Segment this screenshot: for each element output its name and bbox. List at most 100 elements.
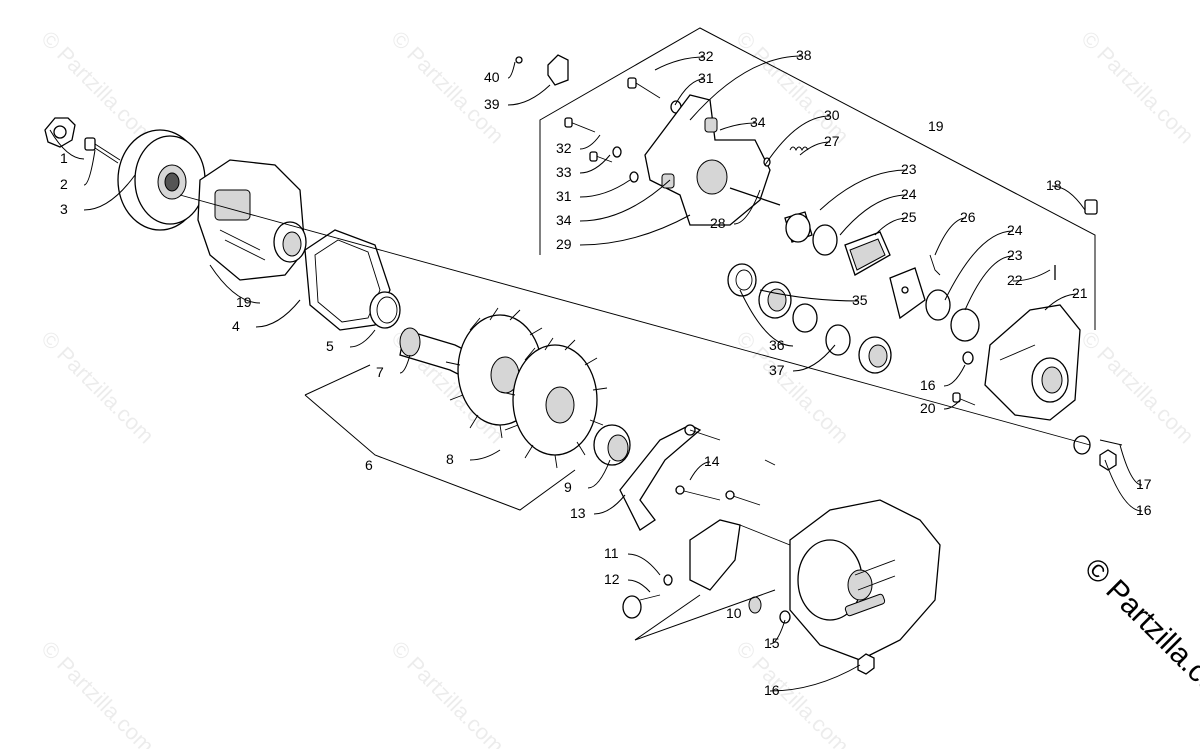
callout-label: 11: [604, 545, 619, 561]
callout-label: 7: [376, 364, 384, 380]
callout-leader-line: [769, 619, 786, 645]
callout-30: 30: [764, 107, 840, 166]
callout-leader-line: [83, 149, 96, 186]
callout-leader-line: [1104, 459, 1143, 512]
callout-label: 26: [960, 209, 976, 225]
callout-label: 15: [764, 635, 780, 651]
callout-leader-line: [943, 399, 961, 410]
callout-24: 24: [944, 222, 1023, 301]
part-25-brake-pad-right-icon: [889, 267, 926, 320]
callout-leader-line: [627, 579, 651, 593]
callout-leader-line: [964, 255, 1014, 311]
part-26-clip-icon: [929, 254, 941, 276]
callout-2: 2: [60, 149, 96, 192]
part-11-washer-icon: [663, 574, 673, 586]
callout-label: 40: [484, 69, 500, 85]
callout-label: 33: [556, 164, 572, 180]
callout-leader-line: [654, 56, 705, 71]
callout-label: 1: [60, 150, 68, 166]
watermark-text: © Partzilla.com: [386, 636, 509, 749]
part-23-piston-icon: [784, 211, 813, 243]
part-28-pin-icon: [729, 187, 781, 206]
callout-31: 31: [674, 70, 714, 106]
callout-19: 19: [209, 264, 261, 310]
part-16-washer-right-icon: [962, 351, 974, 365]
callout-leader-line: [769, 664, 861, 692]
callout-28: 28: [710, 189, 761, 231]
callout-label: 32: [698, 48, 714, 64]
callout-18: 18: [1046, 177, 1086, 211]
callout-11: 11: [604, 545, 661, 576]
part-16-nut-bottom-icon: [857, 653, 875, 675]
callout-leader-line: [689, 55, 803, 121]
part-35-bearing-icon: [727, 263, 892, 374]
callout-leader-line: [839, 194, 908, 236]
callout-label: 24: [901, 186, 917, 202]
callout-12: 12: [604, 571, 651, 593]
callout-leader-line: [579, 134, 601, 150]
callout-32: 32: [556, 134, 601, 156]
callout-label: 19: [928, 118, 944, 134]
callout-leader-line: [874, 217, 908, 236]
callout-4: 4: [232, 299, 301, 334]
part-39-sensor-icon: [547, 54, 569, 86]
callout-leader-line: [934, 217, 967, 256]
callout-label: 29: [556, 236, 572, 252]
callout-leader-line: [819, 169, 908, 211]
part-9-spacer-icon: [593, 424, 631, 466]
callout-label: 6: [365, 457, 373, 473]
callout-15: 15: [764, 619, 786, 651]
callout-label: 5: [326, 338, 334, 354]
callout-label: 28: [710, 215, 726, 231]
callout-39: 39: [484, 84, 551, 112]
callout-24: 24: [839, 186, 917, 236]
part-gearcase-icon: [789, 499, 941, 661]
callout-10: 10: [726, 605, 742, 621]
callout-13: 13: [570, 494, 626, 521]
part-25-brake-pad-left-icon: [844, 231, 891, 276]
watermark-text: © Partzilla.com: [36, 326, 159, 449]
callout-6: 6: [365, 457, 373, 473]
part-16-nut-far-icon: [1099, 449, 1117, 471]
callout-label: 12: [604, 571, 620, 587]
callout-leader-line: [764, 115, 831, 166]
part-15-washer-icon: [748, 596, 791, 624]
callout-21: 21: [1044, 285, 1088, 311]
callout-32: 32: [654, 48, 714, 71]
callout-leader-line: [49, 129, 85, 160]
callout-label: 8: [446, 451, 454, 467]
watermark-text: © Partzilla.com: [36, 636, 159, 749]
part-19-housing-left-icon: [197, 159, 307, 281]
group-bracket-6: [304, 364, 371, 396]
callout-leader-line: [587, 459, 611, 489]
callout-leader-line: [1044, 293, 1079, 311]
callout-label: 31: [698, 70, 714, 86]
callout-label: 13: [570, 505, 586, 521]
callout-leader-line: [507, 61, 516, 79]
callout-label: 38: [796, 47, 812, 63]
callout-leader-line: [399, 354, 411, 374]
callout-19: 19: [928, 118, 944, 134]
watermark-text: © Partzilla.com: [1076, 26, 1199, 149]
callout-leader-line: [1012, 269, 1051, 282]
callout-label: 30: [824, 107, 840, 123]
callout-label: 20: [920, 400, 936, 416]
callout-leader-line: [689, 461, 711, 481]
callout-label: 16: [920, 377, 936, 393]
callout-leader-line: [579, 179, 631, 198]
part-5-seal-icon: [369, 291, 401, 329]
callout-leader-line: [792, 344, 836, 372]
callout-label: 17: [1136, 476, 1152, 492]
callout-label: 27: [824, 133, 840, 149]
part-2-bolt-icon: [84, 137, 121, 164]
watermark-text: © Partzilla.com: [731, 636, 854, 749]
callout-14: 14: [689, 453, 720, 481]
part-23-piston-right-icon: [950, 308, 980, 342]
callout-leader-line: [799, 141, 831, 156]
callout-38: 38: [689, 47, 812, 121]
callout-leader-line: [579, 154, 611, 174]
callout-5: 5: [326, 329, 376, 354]
group-bracket-10: [634, 589, 776, 641]
callout-label: 2: [60, 176, 68, 192]
